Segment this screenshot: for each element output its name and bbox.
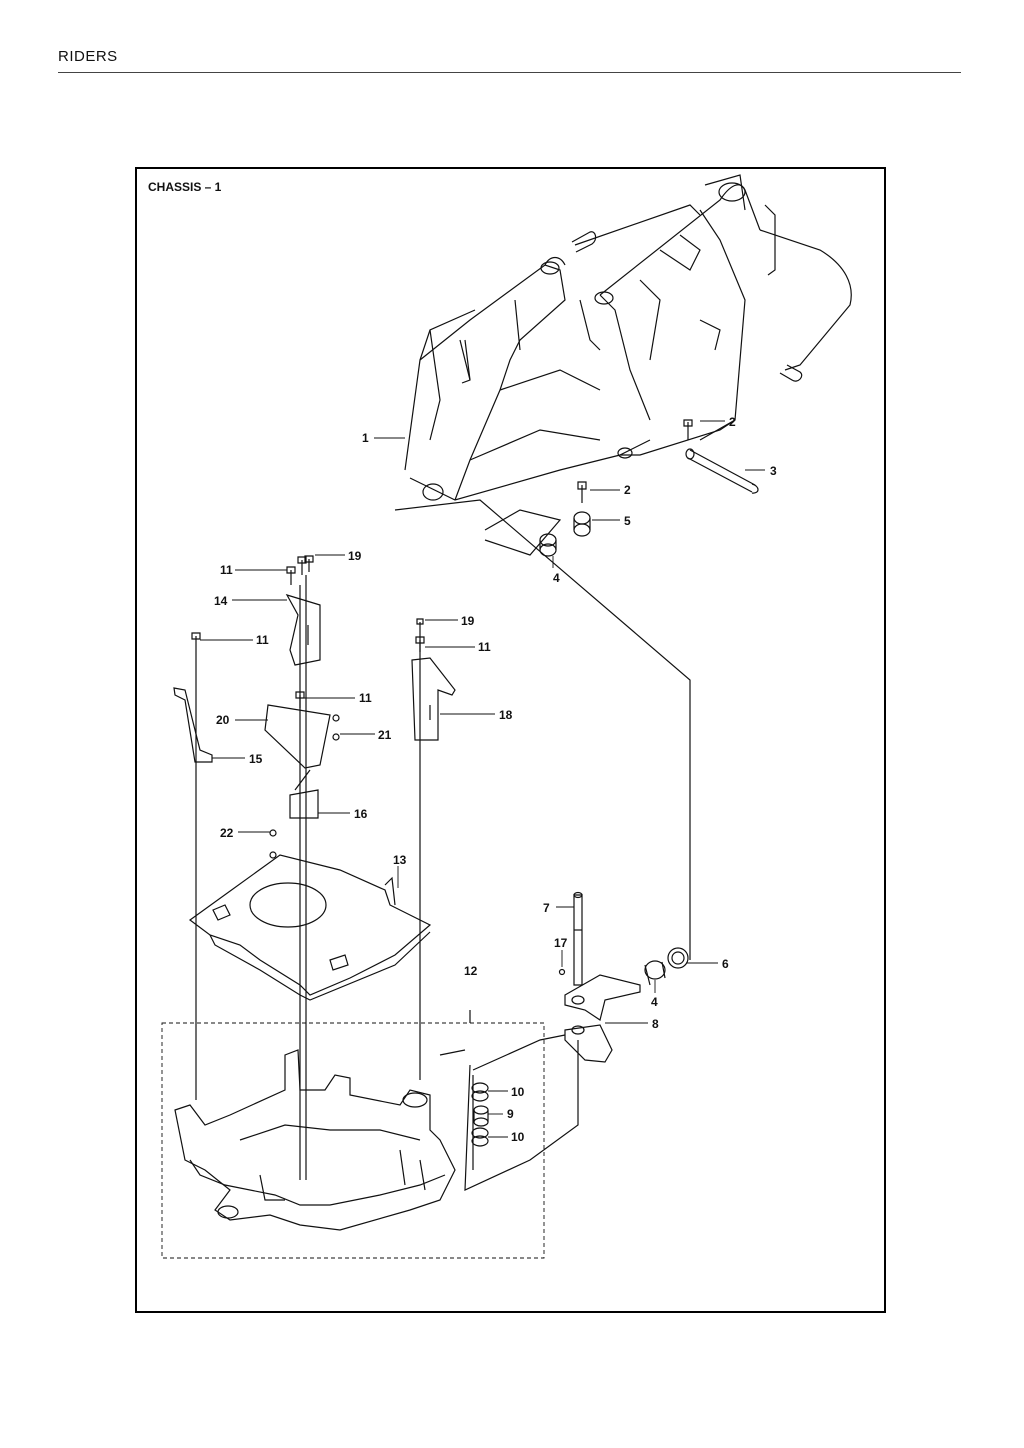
- callout-label: 21: [378, 728, 392, 742]
- bracket-14-drawing: [285, 593, 321, 666]
- diagram-title: CHASSIS – 1: [148, 180, 222, 194]
- section-header: RIDERS: [58, 48, 118, 65]
- plate-13-drawing: [188, 854, 432, 996]
- chassis-frame-drawing: [404, 174, 852, 501]
- callout-label: 3: [770, 464, 777, 478]
- bracket-16-drawing: [289, 769, 319, 819]
- callout-label: 18: [499, 708, 513, 722]
- callout-label: 9: [507, 1107, 514, 1121]
- callout-label: 2: [624, 483, 631, 497]
- callout-label: 10: [511, 1085, 525, 1099]
- callout-label: 4: [553, 571, 560, 585]
- bracket-15-drawing: [173, 687, 213, 763]
- callout-label: 22: [220, 826, 234, 840]
- callout-label: 20: [216, 713, 230, 727]
- callout-labels: 1 2 2 3 4 4 5 6 7 8 9 10 10 11 11 11 11 …: [214, 415, 777, 1144]
- callout-label: 14: [214, 594, 228, 608]
- callout-label: 11: [478, 640, 491, 654]
- callout-label: 13: [393, 853, 407, 867]
- callout-label: 11: [359, 691, 372, 705]
- pin-drawing: [687, 449, 759, 494]
- callout-label: 17: [554, 936, 568, 950]
- callout-label: 10: [511, 1130, 525, 1144]
- base-frame-12-drawing: [174, 1049, 456, 1231]
- callout-label: 16: [354, 807, 368, 821]
- callout-label: 12: [464, 964, 478, 978]
- callout-label: 7: [543, 901, 550, 915]
- callout-label: 11: [220, 563, 233, 577]
- callout-label: 19: [348, 549, 362, 563]
- callout-label: 5: [624, 514, 631, 528]
- pivot-arm-8-drawing: [564, 974, 641, 1021]
- callout-label: 1: [362, 431, 369, 445]
- callout-label: 8: [652, 1017, 659, 1031]
- diagram-frame: [135, 167, 886, 1313]
- callout-label: 2: [729, 415, 736, 429]
- header-divider: [58, 72, 961, 73]
- callout-label: 4: [651, 995, 658, 1009]
- cover-20-drawing: [264, 704, 331, 769]
- bracket-18-drawing: [411, 657, 456, 741]
- pivot-pin-7-drawing: [573, 894, 583, 986]
- callout-label: 15: [249, 752, 263, 766]
- callout-label: 6: [722, 957, 729, 971]
- callout-label: 11: [256, 633, 269, 647]
- callout-label: 19: [461, 614, 475, 628]
